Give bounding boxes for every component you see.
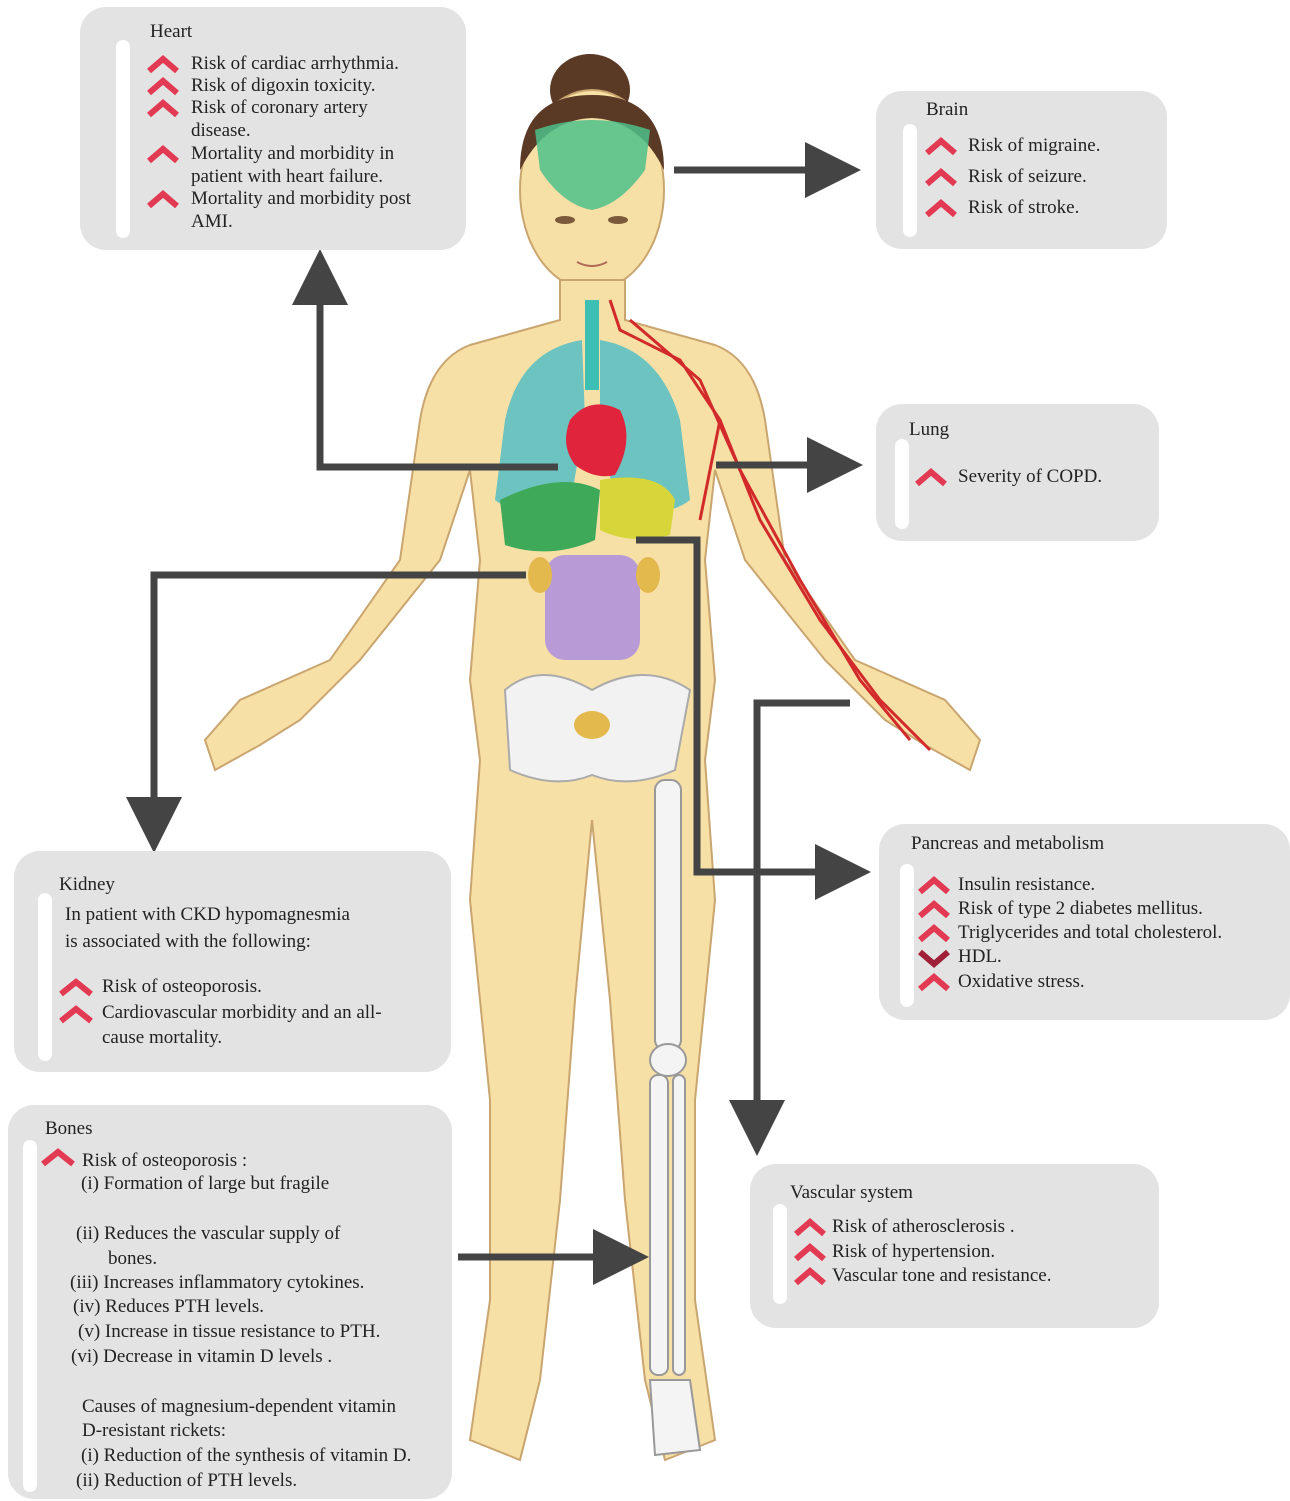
head <box>520 54 664 290</box>
chevron-up-icon <box>917 875 951 897</box>
chevron-up-icon <box>793 1217 827 1239</box>
chevron-up-icon <box>58 1004 94 1026</box>
vascular-item: Risk of hypertension. <box>793 1240 1153 1263</box>
arrow-to-kidney <box>154 575 526 832</box>
pancreas-title: Pancreas and metabolism <box>911 833 1104 855</box>
pancreas-item: Insulin resistance. <box>917 873 1287 896</box>
kidney-intro-line: In patient with CKD hypomagnesmia <box>65 903 350 927</box>
bones-effect: (iv) Reduces PTH levels. <box>73 1295 264 1319</box>
brain-item: Risk of seizure. <box>924 165 1164 188</box>
arrow-to-vascular <box>757 703 850 1135</box>
brain-item: Risk of migraine. <box>924 134 1164 157</box>
lung-title: Lung <box>909 419 949 441</box>
heart-item: Risk of coronary artery disease. <box>146 96 396 142</box>
bladder <box>574 711 610 739</box>
chevron-down-icon <box>917 947 951 969</box>
pancreas-item: Triglycerides and total cholesterol. <box>917 921 1287 944</box>
lung-box: Lung Severity of COPD. <box>876 404 1159 541</box>
box-stripe <box>903 124 917 237</box>
kidney-item: Cardiovascular morbidity and an all-caus… <box>58 1000 388 1050</box>
left-kidney <box>528 557 552 593</box>
kidney-intro-line: is associated with the following: <box>65 930 311 954</box>
heart-box: Heart Risk of cardiac arrhythmia. Risk o… <box>80 7 466 250</box>
bones-causes-line: D-resistant rickets: <box>82 1419 226 1443</box>
heart-item: Mortality and morbidity post AMI. <box>146 187 446 233</box>
chevron-up-icon <box>924 136 958 158</box>
pancreas-item: Risk of type 2 diabetes mellitus. <box>917 897 1287 920</box>
intestines <box>545 555 640 660</box>
chevron-up-icon <box>146 144 180 166</box>
chevron-up-icon <box>917 899 951 921</box>
bones-effect: (i) Formation of large but fragile <box>81 1172 329 1196</box>
lung-item: Severity of COPD. <box>914 465 1154 488</box>
bones-box: Bones Risk of osteoporosis : (i) Formati… <box>8 1105 452 1499</box>
chevron-up-icon <box>40 1147 76 1169</box>
pancreas-box: Pancreas and metabolism Insulin resistan… <box>879 824 1290 1020</box>
bones-causes-line: Causes of magnesium-dependent vitamin <box>82 1395 396 1419</box>
bones-effect: (vi) Decrease in vitamin D levels . <box>71 1345 332 1369</box>
chevron-up-icon <box>924 167 958 189</box>
box-stripe <box>116 40 130 238</box>
chevron-up-icon <box>146 98 180 120</box>
vascular-title: Vascular system <box>790 1182 913 1204</box>
kidney-title: Kidney <box>59 874 115 896</box>
kidney-box: Kidney In patient with CKD hypomagnesmia… <box>14 851 451 1072</box>
vascular-item: Vascular tone and resistance. <box>793 1264 1153 1287</box>
pancreas-item: Oxidative stress. <box>917 970 1287 993</box>
heart-item: Risk of digoxin toxicity. <box>146 74 446 97</box>
kidney-item: Risk of osteoporosis. <box>58 975 438 998</box>
heart-item: Mortality and morbidity in patient with … <box>146 142 446 188</box>
brain-box: Brain Risk of migraine. Risk of seizure.… <box>876 91 1167 249</box>
right-kidney <box>636 557 660 593</box>
vascular-box: Vascular system Risk of atherosclerosis … <box>750 1164 1159 1328</box>
bones-effect: (v) Increase in tissue resistance to PTH… <box>78 1320 380 1344</box>
brain-item: Risk of stroke. <box>924 196 1164 219</box>
box-stripe <box>38 893 52 1061</box>
chevron-up-icon <box>146 189 180 211</box>
bones-cause: (ii) Reduction of PTH levels. <box>76 1469 297 1493</box>
brain-title: Brain <box>926 99 968 121</box>
vascular-item: Risk of atherosclerosis . <box>793 1215 1153 1238</box>
chevron-up-icon <box>924 198 958 220</box>
chevron-up-icon <box>917 972 951 994</box>
chevron-up-icon <box>146 76 180 98</box>
heart-item: Risk of cardiac arrhythmia. <box>146 52 446 75</box>
chevron-up-icon <box>793 1266 827 1288</box>
box-stripe <box>895 439 909 529</box>
box-stripe <box>900 864 914 1007</box>
chevron-up-icon <box>58 977 94 999</box>
box-stripe <box>23 1140 37 1492</box>
box-stripe <box>773 1204 787 1304</box>
heart-title: Heart <box>150 21 192 43</box>
chevron-up-icon <box>917 923 951 945</box>
trachea <box>585 300 599 390</box>
pancreas-item: HDL. <box>917 945 1287 968</box>
bones-cause: (i) Reduction of the synthesis of vitami… <box>81 1444 411 1468</box>
bones-title: Bones <box>45 1118 93 1140</box>
bones-effect: (iii) Increases inflammatory cytokines. <box>70 1271 364 1295</box>
chevron-up-icon <box>793 1242 827 1264</box>
chevron-up-icon <box>146 54 180 76</box>
bones-head: Risk of osteoporosis : <box>82 1149 247 1173</box>
bones-effect: bones. <box>108 1247 157 1271</box>
bones-effect: (ii) Reduces the vascular supply of <box>76 1222 340 1246</box>
chevron-up-icon <box>914 467 948 489</box>
